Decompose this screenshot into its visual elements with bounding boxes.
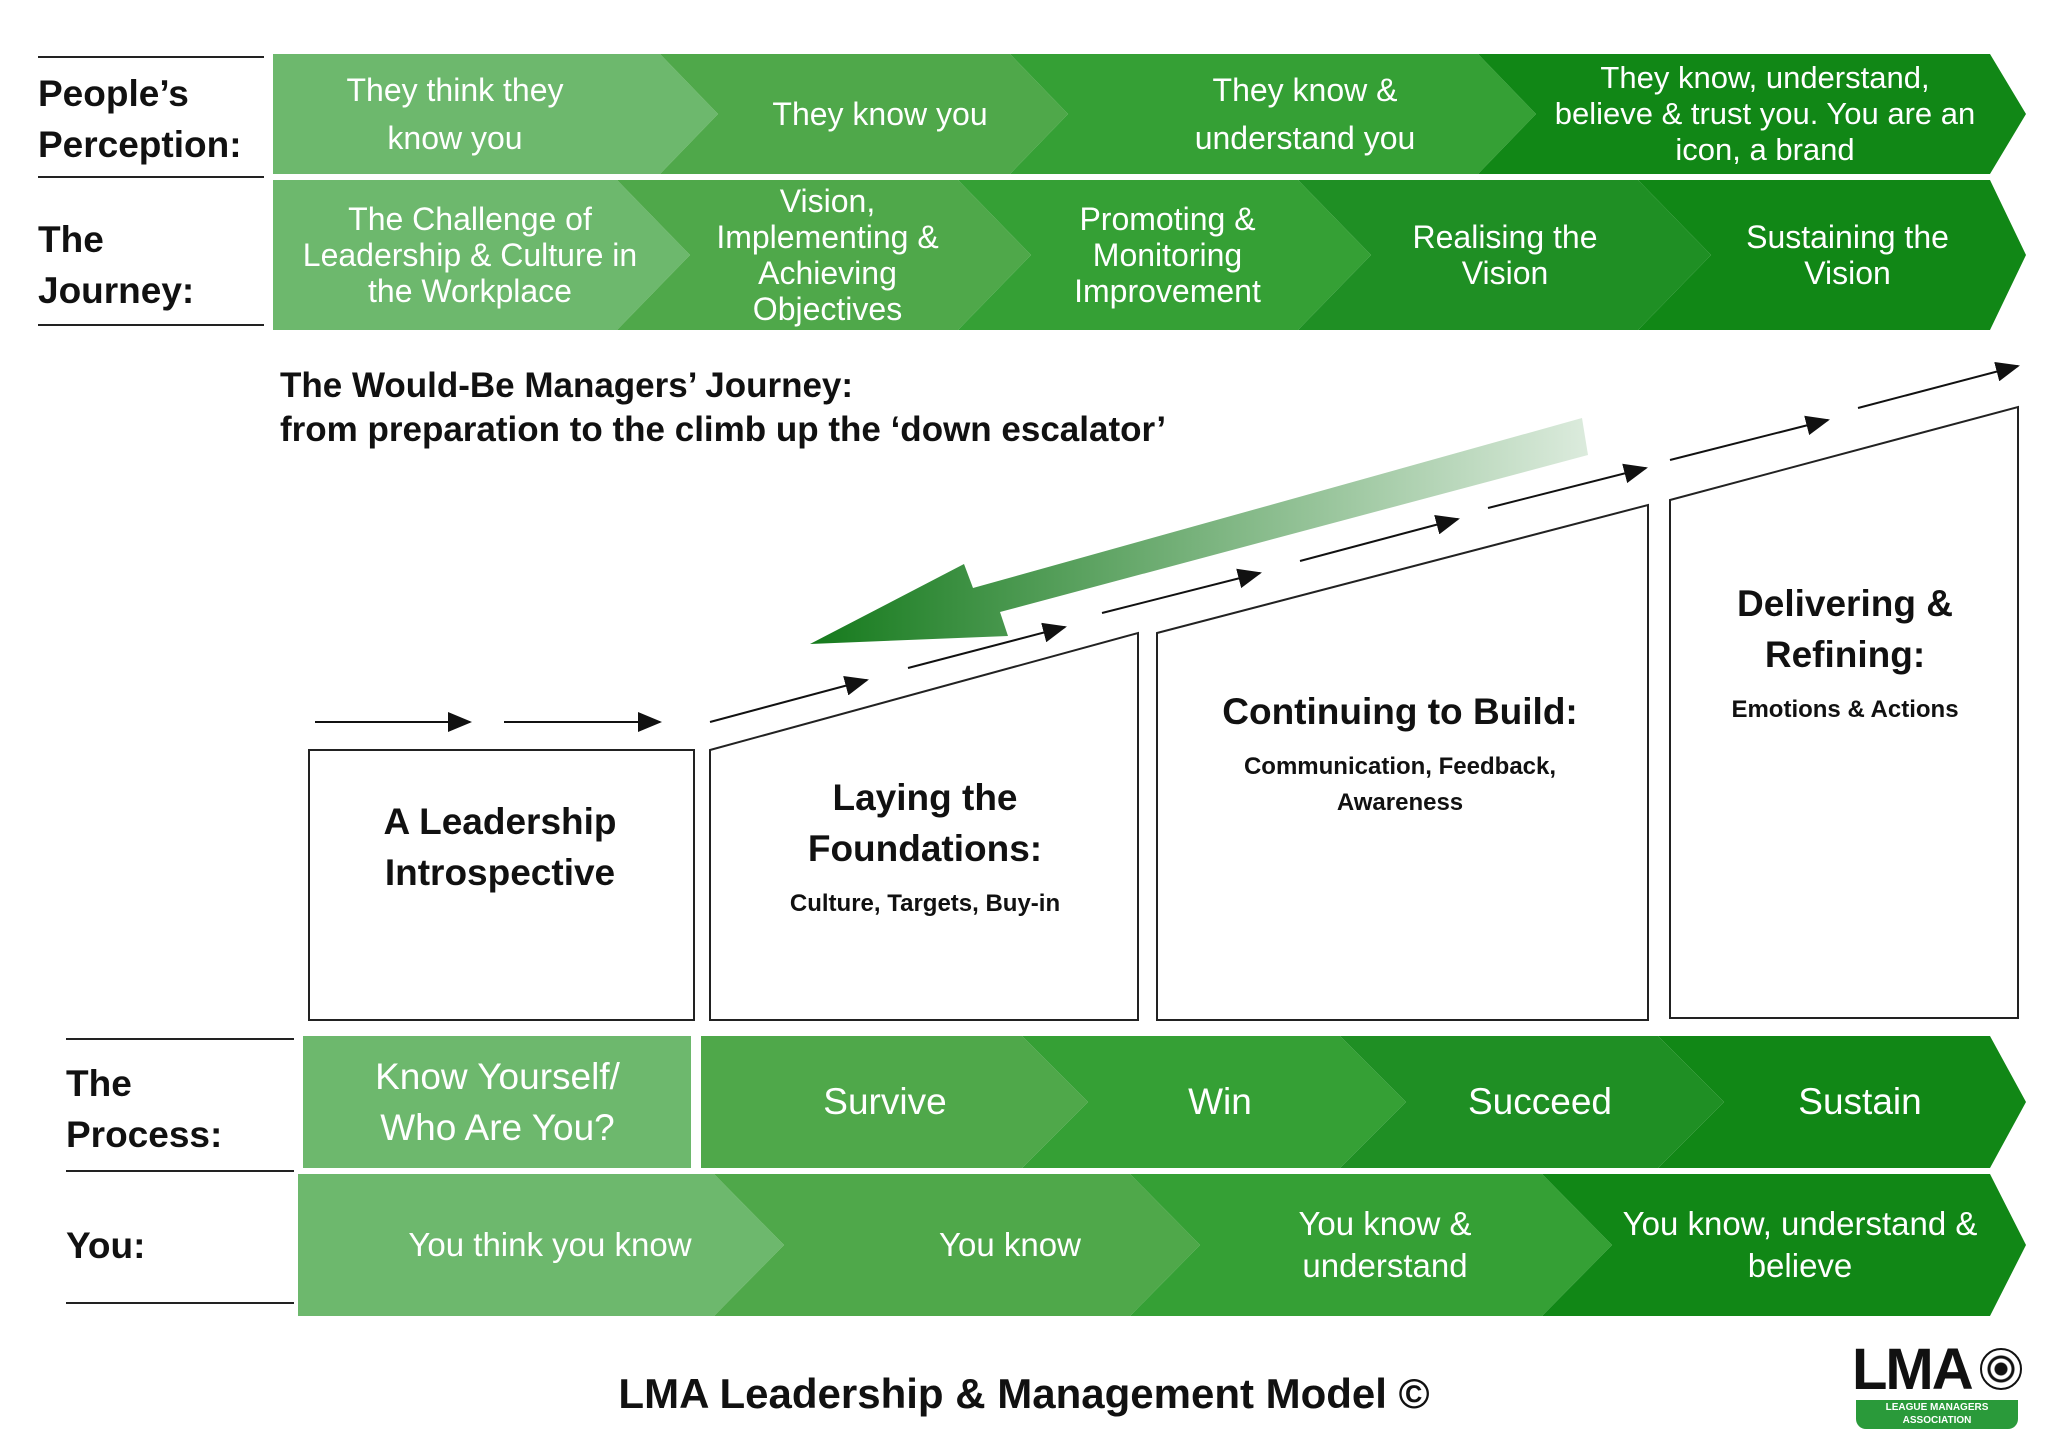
process-text-1: Know Yourself/ Who Are You? [375,1056,620,1148]
journey-subtitle-line1: The Would-Be Managers’ Journey: [280,366,854,405]
stage-box-1 [308,749,695,1021]
perception-chevron-2 [660,54,1068,174]
stage-box-4 [1669,405,2019,1019]
progress-arrow [1669,415,1830,461]
you-text-2: You know [939,1226,1081,1263]
label-journey: The Journey: [38,219,195,311]
stage-3: Continuing to Build: Communication, Feed… [1190,686,1610,821]
rule-process-top [66,1038,294,1040]
journey-text-5: Sustaining the Vision [1746,219,1949,291]
lma-logo: LMA LEAGUE MANAGERS ASSOCIATION [1852,1340,2022,1430]
process-chevron-2 [701,1036,1088,1168]
lma-logo-band: LEAGUE MANAGERS ASSOCIATION [1856,1400,2018,1429]
journey-chevrons [273,180,2026,330]
journey-text-1: The Challenge of Leadership & Culture in… [302,201,638,309]
you-text-4: You know, understand & believe [1622,1205,1978,1284]
journey-chevron-3 [958,180,1371,330]
process-chevron-3 [1022,1036,1406,1168]
perception-text-3: They know & understand you [1194,72,1416,156]
process-chevron-1 [303,1036,691,1168]
journey-text-2: Vision, Implementing & Achieving Objecti… [716,183,939,327]
process-chevron-5 [1658,1036,2026,1168]
perception-chevron-3 [1010,54,1536,174]
process-chevron-4 [1340,1036,1724,1168]
label-perception: People’s Perception: [38,73,242,165]
journey-chevron-1 [273,180,690,330]
perception-text-4: They know, understand, believe & trust y… [1554,60,1976,167]
stage-box-3 [1156,503,1649,1021]
stage-4: Delivering & Refining: Emotions & Action… [1690,578,2000,728]
journey-subtitle-line2: from preparation to the climb up the ‘do… [280,410,1167,449]
journey-subtitle: The Would-Be Managers’ Journey: from pre… [280,364,1166,452]
stage-2-title: Laying the Foundations: [807,777,1043,869]
stage-4-subtitle: Emotions & Actions [1731,696,1959,723]
you-chevron-1 [298,1174,784,1316]
journey-chevron-5 [1638,180,2026,330]
stage-2-subtitle: Culture, Targets, Buy-in [789,890,1061,917]
you-chevrons [298,1174,2026,1316]
you-chevron-2 [714,1174,1200,1316]
rule-journey-bottom [38,324,264,326]
down-escalator-arrow [810,418,1588,644]
process-text-5: Sustain [1798,1081,1922,1122]
perception-chevron-4 [1478,54,2026,174]
you-chevron-3 [1130,1174,1612,1316]
perception-text-1: They think they know you [346,72,564,156]
rule-perception-top [38,56,264,58]
progress-arrow [907,622,1067,669]
lma-wordmark: LMA [1852,1337,1974,1402]
progress-arrow [1101,568,1262,614]
you-text-1: You think you know [408,1226,692,1263]
rule-process-bottom [66,1170,294,1172]
progress-arrow [709,676,869,723]
stage-3-subtitle: Communication, Feedback, Awareness [1243,753,1557,816]
progress-arrow [1299,514,1460,562]
model-title: LMA Leadership & Management Model © [618,1370,1430,1417]
progress-arrow [1857,361,2020,409]
football-icon [1980,1348,2022,1390]
perception-chevrons [273,54,2026,174]
journey-text-3: Promoting & Monitoring Improvement [1074,201,1261,309]
progress-arrow [1487,463,1648,509]
stage-3-title: Continuing to Build: [1222,691,1578,732]
stage-4-title: Delivering & Refining: [1737,583,1953,675]
perception-text-2: They know you [772,96,988,132]
rule-perception-bottom [38,176,264,178]
process-text-4: Succeed [1468,1081,1612,1122]
stage-2: Laying the Foundations: Culture, Targets… [740,772,1110,922]
label-you: You: [66,1225,146,1266]
stage-1-title: A Leadership Introspective [383,801,617,893]
rule-you-bottom [66,1302,294,1304]
journey-chevron-4 [1298,180,1711,330]
stage-1: A Leadership Introspective [330,796,670,898]
you-text-3: You know & understand [1298,1205,1472,1284]
journey-text-4: Realising the Vision [1412,219,1598,291]
label-process: The Process: [66,1063,223,1155]
you-chevron-4 [1542,1174,2026,1316]
escalator-steps [308,405,2019,1021]
process-chevrons [303,1036,2026,1168]
perception-chevron-1 [273,54,718,174]
process-text-3: Win [1188,1081,1252,1122]
process-text-2: Survive [823,1081,947,1122]
journey-chevron-2 [617,180,1031,330]
stage-box-2 [709,631,1139,1021]
progress-arrows [315,361,2020,732]
